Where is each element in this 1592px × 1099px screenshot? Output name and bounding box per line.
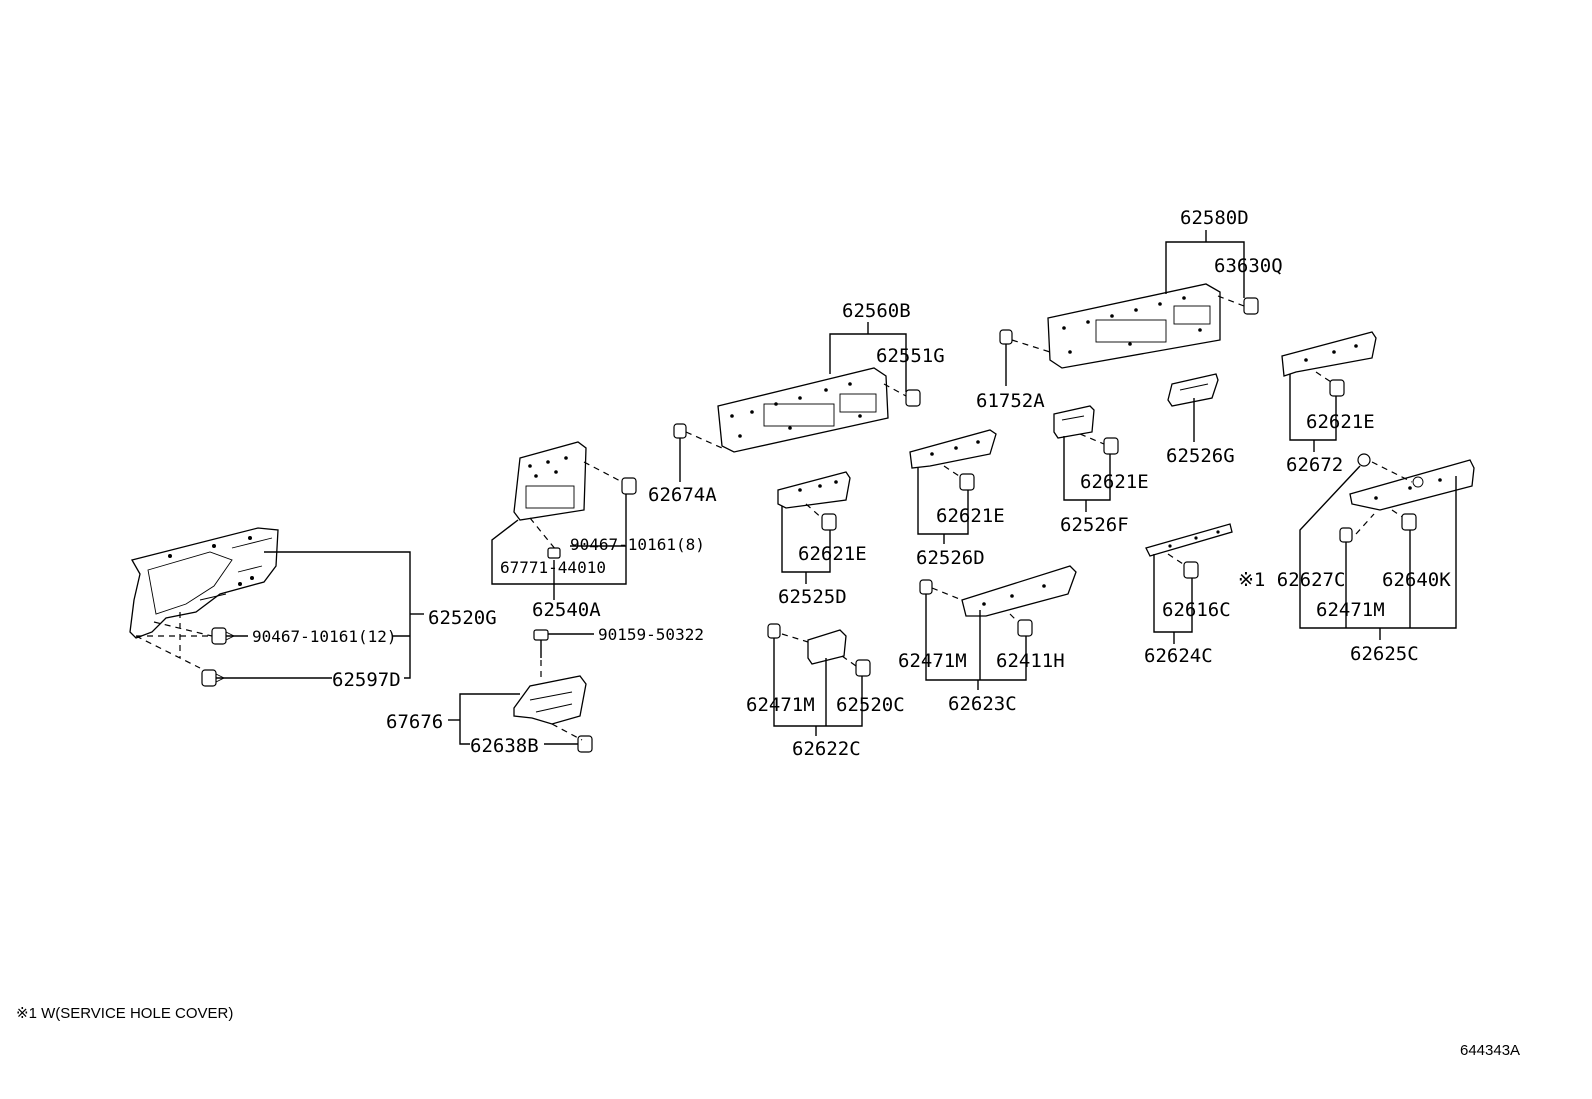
label-62627C: ※1 62627C [1238,569,1345,591]
trim-panel-62540A [513,441,587,521]
label-62525D: 62525D [778,586,847,608]
bracket-62526D [909,429,997,469]
clip-icon [1243,297,1259,315]
clip-icon [621,477,637,495]
clip-icon [821,513,837,531]
label-62411H: 62411H [996,650,1065,672]
diagram-id: 644343A [1460,1042,1520,1059]
bracket-62623C [961,565,1077,617]
label-61752A: 61752A [976,390,1045,412]
bracket-62526G [1167,373,1219,407]
bracket-62525D [777,471,851,509]
door-trim-panel-62560B [717,367,889,453]
label-62580D: 62580D [1180,207,1249,229]
label-62674A: 62674A [648,484,717,506]
label-62520G: 62520G [428,607,497,629]
label-62638B: 62638B [470,735,539,757]
label-62526D: 62526D [916,547,985,569]
label-62471M-a: 62471M [746,694,815,716]
label-62672: 62672 [1286,454,1343,476]
bracket-62672 [1281,331,1377,377]
bolt-icon [533,629,549,658]
clip-icon [1103,437,1119,455]
label-62540A: 62540A [532,599,601,621]
clip-icon [1017,619,1033,637]
label-62623C: 62623C [948,693,1017,715]
label-62621E-b: 62621E [1080,471,1149,493]
clip-icon [1183,561,1199,579]
clip-icon [905,389,921,407]
clip-icon [673,423,687,439]
bracket-67676 [513,675,587,725]
label-90467-10161-12: 90467-10161(12) [252,627,397,646]
strip-62624C [1145,523,1233,557]
label-62624C: 62624C [1144,645,1213,667]
nut-icon [547,547,561,559]
label-62621E-a: 62621E [1306,411,1375,433]
door-trim-panel-62580D [1047,283,1221,369]
clip-icon [855,659,871,677]
label-62471M-c: 62471M [1316,599,1385,621]
label-62621E-d: 62621E [798,543,867,565]
label-90467-10161-8: 90467-10161(8) [570,535,705,554]
label-62625C: 62625C [1350,643,1419,665]
clip-icon [999,329,1013,345]
label-90159-50322: 90159-50322 [598,625,704,644]
label-63630Q: 63630Q [1214,255,1283,277]
footnote: ※1 W(SERVICE HOLE COVER) [16,1005,233,1022]
label-67771-44010: 67771-44010 [500,558,606,577]
clip-icon [959,473,975,491]
label-62551G: 62551G [876,345,945,367]
clip-icon [1339,527,1353,543]
label-62622C: 62622C [792,738,861,760]
clip-icon [919,579,933,595]
leader-lines [216,230,1457,745]
label-62616C: 62616C [1162,599,1231,621]
quarter-trim-panel [129,527,279,639]
bracket-62526F [1053,405,1095,439]
label-62526G: 62526G [1166,445,1235,467]
label-62621E-c: 62621E [936,505,1005,527]
label-67676: 67676 [386,711,443,733]
clip-icon [1401,513,1417,531]
label-62560B: 62560B [842,300,911,322]
label-62471M-b: 62471M [898,650,967,672]
clip-icon [577,735,593,753]
clip-icon [1329,379,1345,397]
clip-icon [767,623,781,639]
label-62640K: 62640K [1382,569,1451,591]
label-62597D: 62597D [332,669,401,691]
clip-icon [1357,453,1371,467]
plate-62520C [807,629,847,665]
label-62520C: 62520C [836,694,905,716]
panel-62625C [1349,459,1475,511]
label-62526F: 62526F [1060,514,1129,536]
